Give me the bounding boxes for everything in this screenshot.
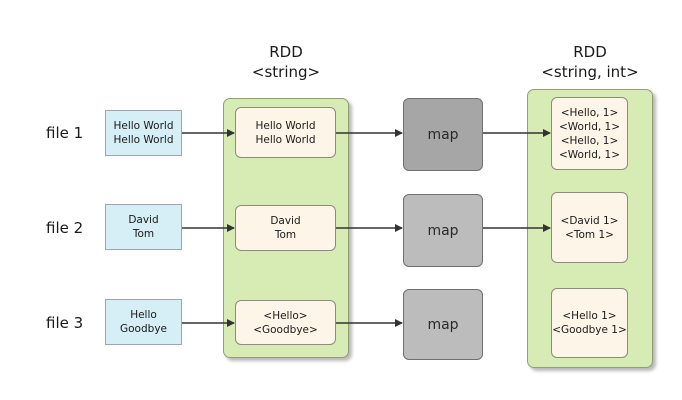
rdd-pair-cell-2: <David 1> <Tom 1> xyxy=(551,192,628,263)
rdd-pair-header: RDD <string, int> xyxy=(530,42,650,82)
map-3-node: map xyxy=(403,289,483,360)
rdd-string-header: RDD <string> xyxy=(236,42,336,82)
file-1-label: file 1 xyxy=(46,124,84,142)
file-3-input-box: Hello Goodbye xyxy=(105,299,182,345)
rdd-string-header-type: <string> xyxy=(251,63,321,81)
file-1-input-box: Hello World Hello World xyxy=(105,110,182,156)
file-2-label: file 2 xyxy=(46,219,84,237)
rdd-pair-cell-2-line-2: <Tom 1> xyxy=(565,228,614,241)
rdd-pair-cell-1-line-3: <Hello, 1> xyxy=(560,134,619,147)
file-2-input-box: David Tom xyxy=(105,204,182,250)
file-3-input-line-1: Hello xyxy=(130,309,157,321)
file-3-label: file 3 xyxy=(46,314,84,332)
rdd-string-cell-1: Hello World Hello World xyxy=(235,107,336,158)
rdd-pair-cell-3: <Hello 1> <Goodbye 1> xyxy=(551,288,628,358)
rdd-string-cell-3: <Hello> <Goodbye> xyxy=(235,300,336,345)
rdd-pair-cell-3-line-2: <Goodbye 1> xyxy=(552,324,627,336)
rdd-string-cell-3-line-2: <Goodbye> xyxy=(253,323,318,336)
rdd-pair-cell-3-line-1: <Hello 1> xyxy=(562,310,617,322)
file-1-input-line-1: Hello World xyxy=(113,120,174,132)
rdd-string-cell-2-line-2: Tom xyxy=(274,229,297,241)
rdd-string-cell-3-line-1: <Hello> xyxy=(263,309,308,322)
rdd-pair-cell-1-line-1: <Hello, 1> xyxy=(560,106,619,119)
rdd-pair-header-type: <string, int> xyxy=(541,63,639,81)
file-2-input-line-1: David xyxy=(128,214,159,226)
rdd-string-cell-1-line-2: Hello World xyxy=(255,133,316,146)
rdd-pair-cell-2-line-1: <David 1> xyxy=(560,214,619,227)
rdd-pair-cell-1-line-2: <World, 1> xyxy=(558,120,621,133)
rdd-string-cell-2-line-1: David xyxy=(270,215,301,227)
rdd-pair-cell-1: <Hello, 1> <World, 1> <Hello, 1> <World,… xyxy=(551,97,628,170)
file-3-input-line-2: Goodbye xyxy=(120,323,167,335)
rdd-pair-header-title: RDD xyxy=(573,43,607,61)
rdd-string-cell-2: David Tom xyxy=(235,205,336,251)
map-2-node: map xyxy=(403,194,483,267)
map-1-node: map xyxy=(403,98,483,171)
rdd-string-cell-1-line-1: Hello World xyxy=(255,119,316,132)
file-1-input-line-2: Hello World xyxy=(113,134,174,146)
rdd-pair-cell-1-line-4: <World, 1> xyxy=(558,148,621,161)
rdd-string-header-title: RDD xyxy=(269,43,303,61)
file-2-input-line-2: Tom xyxy=(132,228,155,240)
